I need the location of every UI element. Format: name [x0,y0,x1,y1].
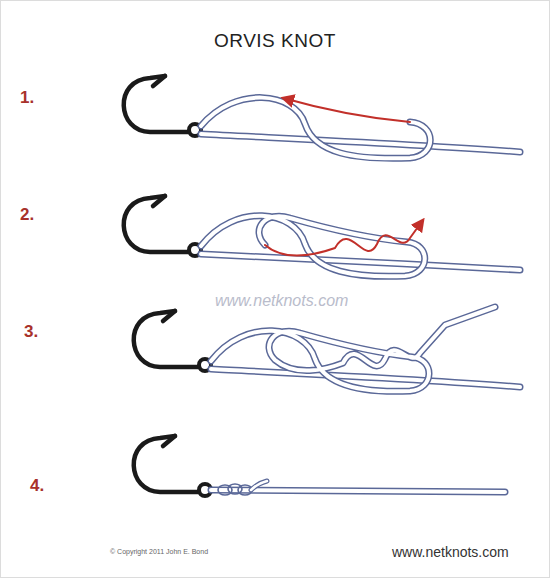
step-number: 4. [30,476,44,496]
watermark: www.netknots.com [215,292,348,310]
step-number: 2. [20,205,34,225]
step-1-drawing [124,76,520,158]
title: ORVIS KNOT [214,30,336,52]
step-number: 1. [20,88,34,108]
copyright-note: © Copyright 2011 John E. Bond [110,548,208,555]
step-3-drawing [134,307,520,391]
step-4-drawing [134,436,505,496]
step-number: 3. [24,322,38,342]
step-2-drawing [124,196,520,276]
website-url: www.netknots.com [392,544,509,560]
